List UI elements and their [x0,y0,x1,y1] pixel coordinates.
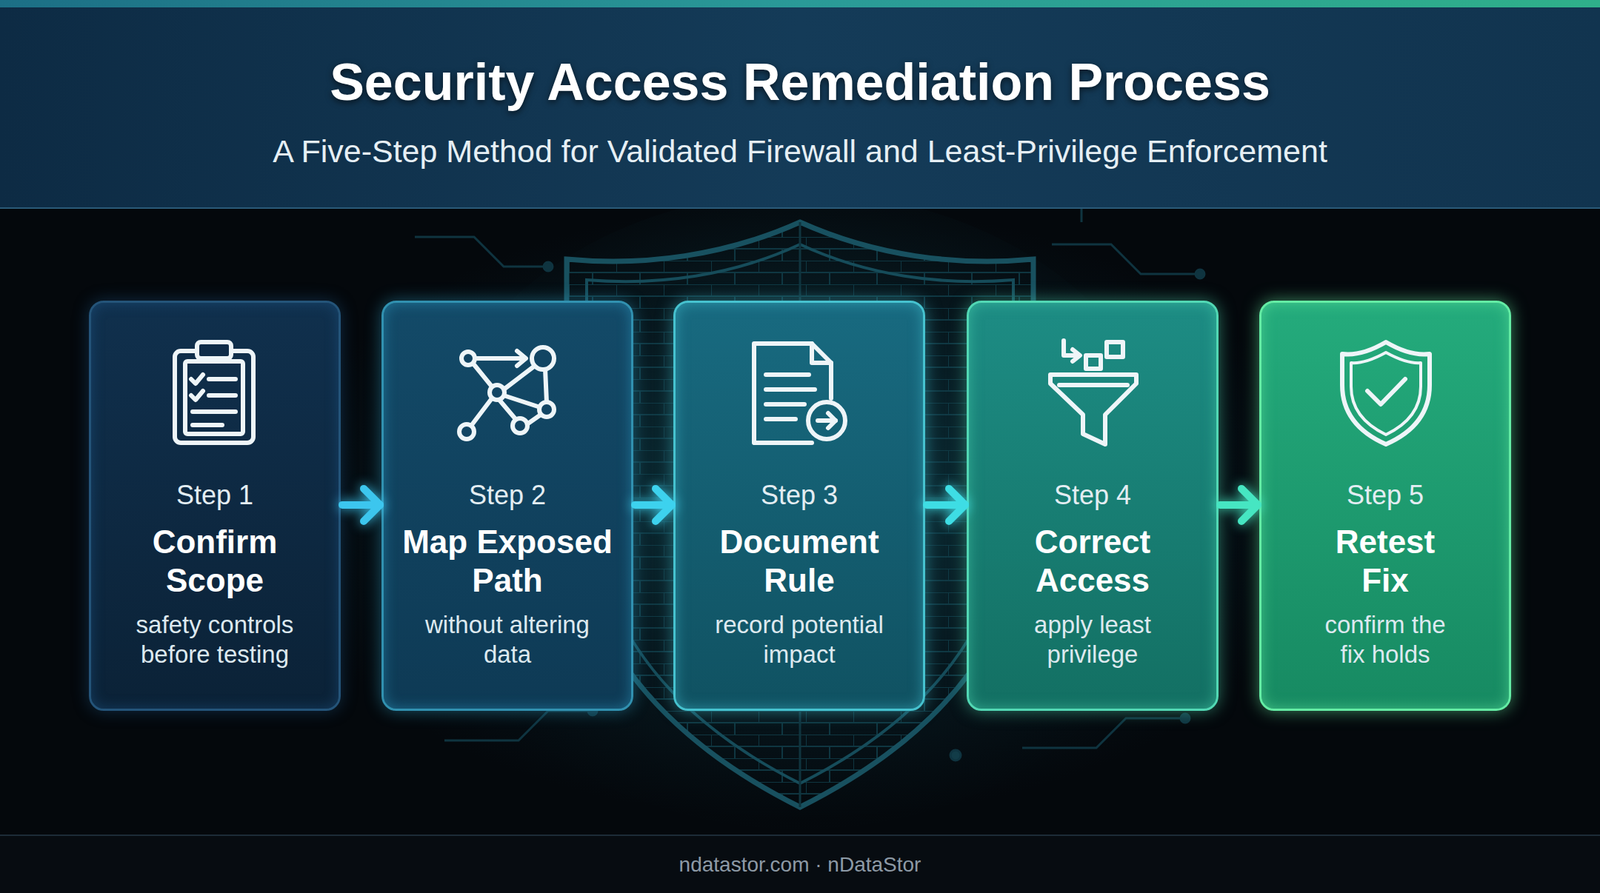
step-description: without altering data [411,610,604,670]
shield-watermark-part [566,222,1034,808]
process-card: Step 5 Retest Fix confirm the fix holds [1259,300,1512,712]
step-title: Confirm Scope [111,522,319,600]
step-title: Map Exposed Path [400,522,615,600]
accent-strip [0,0,1600,8]
step-description: safety controls before testing [118,610,312,670]
step-title: Correct Access [988,522,1197,600]
subtitle-text: A Five-Step Method for Validated Firewal… [0,131,1600,171]
step-title: Document Rule [695,522,903,600]
step-number: Step 1 [176,479,254,512]
step-number: Step 5 [1346,479,1424,512]
circuit-traces-part [1051,244,1200,275]
step-description: apply least privilege [996,610,1189,670]
footer-credit: ndatastor.com · nDataStor [0,852,1600,878]
footer-band: ndatastor.com · nDataStor [0,834,1600,893]
arrow-head [655,488,672,522]
step-number: Step 4 [1054,479,1132,512]
circuit-traces-part [1180,714,1190,723]
shield-watermark-part [586,244,1014,784]
flow-arrow [926,488,966,522]
diagram-title: Security Access Remediation Process [0,50,1600,115]
step-number: Step 2 [468,479,546,512]
process-card: Step 3 Document Rule record potential impa… [673,300,926,712]
process-card: Step 1 Confirm Scope safety controls befor… [88,300,341,712]
flow-arrow [634,488,672,522]
flow-arrow [342,488,380,522]
arrow-head [948,488,966,522]
arrow-head [363,488,380,522]
process-card: Step 4 Correct Access apply least privileg… [966,300,1219,712]
circuit-traces-part [950,750,961,761]
step-description: confirm the fix holds [1314,610,1456,670]
arrow-shaft [1220,501,1258,509]
process-card: Step 2 Map Exposed Path without altering d… [381,300,634,712]
circuit-traces-part [414,237,549,267]
arrow-shaft [926,501,966,509]
arrow-shaft [342,501,380,509]
flow-arrow [1220,488,1258,522]
circuit-traces-part [543,262,553,272]
circuit-traces-part [1022,718,1186,749]
arrow-head [1241,488,1258,522]
circuit-traces-part [1195,269,1205,279]
step-number: Step 3 [760,479,838,512]
arrow-shaft [634,501,672,509]
circuit-traces-part [444,711,593,741]
step-title: Retest Fix [1314,522,1456,600]
step-description: record potential impact [702,610,896,670]
header-band: Security Access Remediation Process A Fiv… [0,0,1600,209]
